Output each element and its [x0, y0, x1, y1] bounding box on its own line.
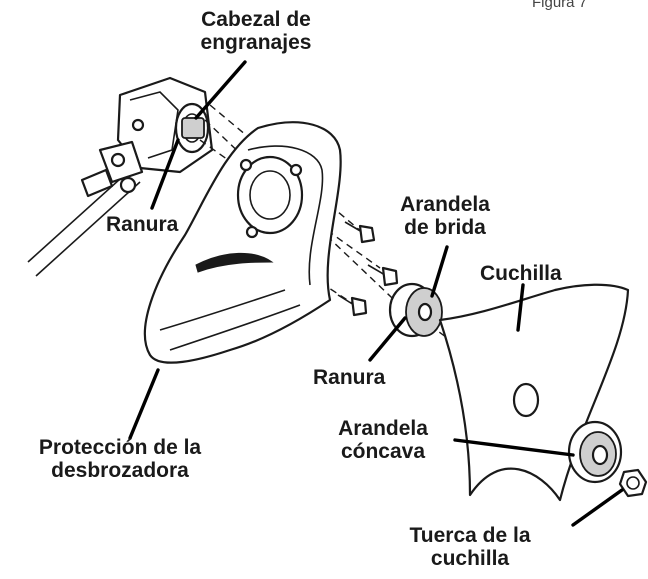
cupped-washer: [567, 420, 623, 484]
gear-head-label-line2: engranajes: [200, 31, 312, 54]
blade: [438, 283, 630, 502]
cupped-washer-label: Arandela cóncava: [318, 417, 448, 463]
guard-bolts: [337, 221, 399, 317]
blade-label: Cuchilla: [480, 262, 562, 285]
gear-head: [80, 76, 214, 198]
gear-head-label-line1: Cabezal de: [201, 8, 311, 31]
flange-washer-label-line1: Arandela: [400, 193, 490, 216]
leader-lines: [128, 60, 624, 527]
trimmer-guard-label: Protección de la desbrozadora: [6, 436, 234, 482]
cupped-washer-label-line1: Arandela: [338, 417, 428, 440]
blade-nut-label-line1: Tuerca de la: [409, 524, 531, 547]
blade-nut-label-line2: cuchilla: [430, 547, 510, 570]
slot-label-right: Ranura: [313, 366, 386, 389]
figure-reference: Figura 7: [532, 0, 588, 11]
slot-label-left: Ranura: [106, 213, 179, 236]
trimmer-guard: [143, 121, 342, 364]
trimmer-shaft: [27, 169, 141, 277]
flange-washer-label-line2: de brida: [404, 216, 486, 239]
blade-nut-label: Tuerca de la cuchilla: [380, 524, 560, 570]
trimmer-guard-label-line2: desbrozadora: [51, 459, 189, 482]
cupped-washer-label-line2: cóncava: [340, 440, 426, 463]
gear-head-label: Cabezal de engranajes: [175, 8, 337, 54]
flange-washer-label: Arandela de brida: [390, 193, 500, 239]
trimmer-guard-label-line1: Protección de la: [38, 436, 202, 459]
blade-nut: [618, 468, 648, 498]
